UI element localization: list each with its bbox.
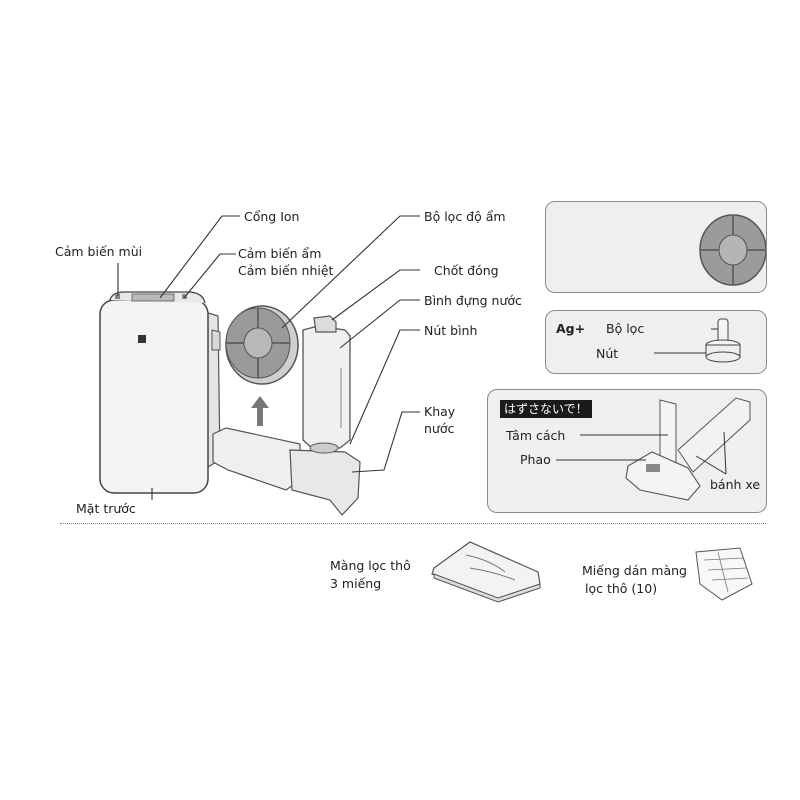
label-float: Phao (520, 452, 551, 467)
label-humidity-sensor: Cảm biến ẩm (238, 246, 322, 261)
label-ag-filter: Bộ lọc (606, 321, 645, 336)
air-purifier-body (99, 291, 221, 494)
label-separator: Tâm cách (506, 428, 566, 443)
label-wheel: bánh xe (710, 477, 761, 492)
up-arrow-icon (251, 396, 269, 426)
label-water-tray-line2: nước (424, 421, 455, 436)
ag-symbol: Ag+ (556, 321, 586, 336)
panel-filter-disc (545, 201, 767, 293)
water-tank (302, 315, 351, 454)
label-lock-latch: Chốt đóng (434, 263, 499, 278)
label-sticker-line2: lọc thô (10) (585, 581, 658, 596)
label-sticker-line1: Miếng dán màng (582, 563, 687, 578)
brand-logo-icon (138, 335, 146, 343)
humidifying-filter-disc (225, 305, 299, 385)
label-humidifying-filter: Bộ lọc độ ẩm (424, 209, 506, 224)
label-tank-cap: Nút bình (424, 323, 478, 338)
prefilter-sticker-illustration (695, 547, 753, 601)
section-divider (60, 523, 766, 524)
filter-disc-illustration (699, 214, 766, 286)
label-ion-port: Cổng Ion (244, 209, 300, 224)
tray-float-illustration (556, 397, 751, 501)
ag-cap-illustration (654, 318, 741, 363)
label-prefilter-line2: 3 miếng (330, 576, 382, 591)
label-water-tray-line1: Khay (424, 404, 456, 419)
leader-lines (117, 215, 420, 500)
panel-ag-filter: Ag+ Bộ lọc Nút (545, 310, 767, 374)
label-cap: Nút (596, 346, 619, 361)
warning-badge: はずさないで！ (500, 400, 592, 418)
prefilter-illustration (431, 541, 541, 603)
water-tray (212, 427, 361, 516)
label-temperature-sensor: Cảm biến nhiệt (238, 263, 334, 278)
panel-tray-float: はずさないで！ Tâm cách Phao bánh xe (487, 389, 767, 513)
label-front-panel: Mặt trước (76, 501, 136, 516)
label-odor-sensor: Cảm biến mùi (55, 244, 143, 259)
label-water-tank: Bình đựng nước (424, 293, 522, 308)
label-prefilter-line1: Màng lọc thô (330, 558, 411, 573)
